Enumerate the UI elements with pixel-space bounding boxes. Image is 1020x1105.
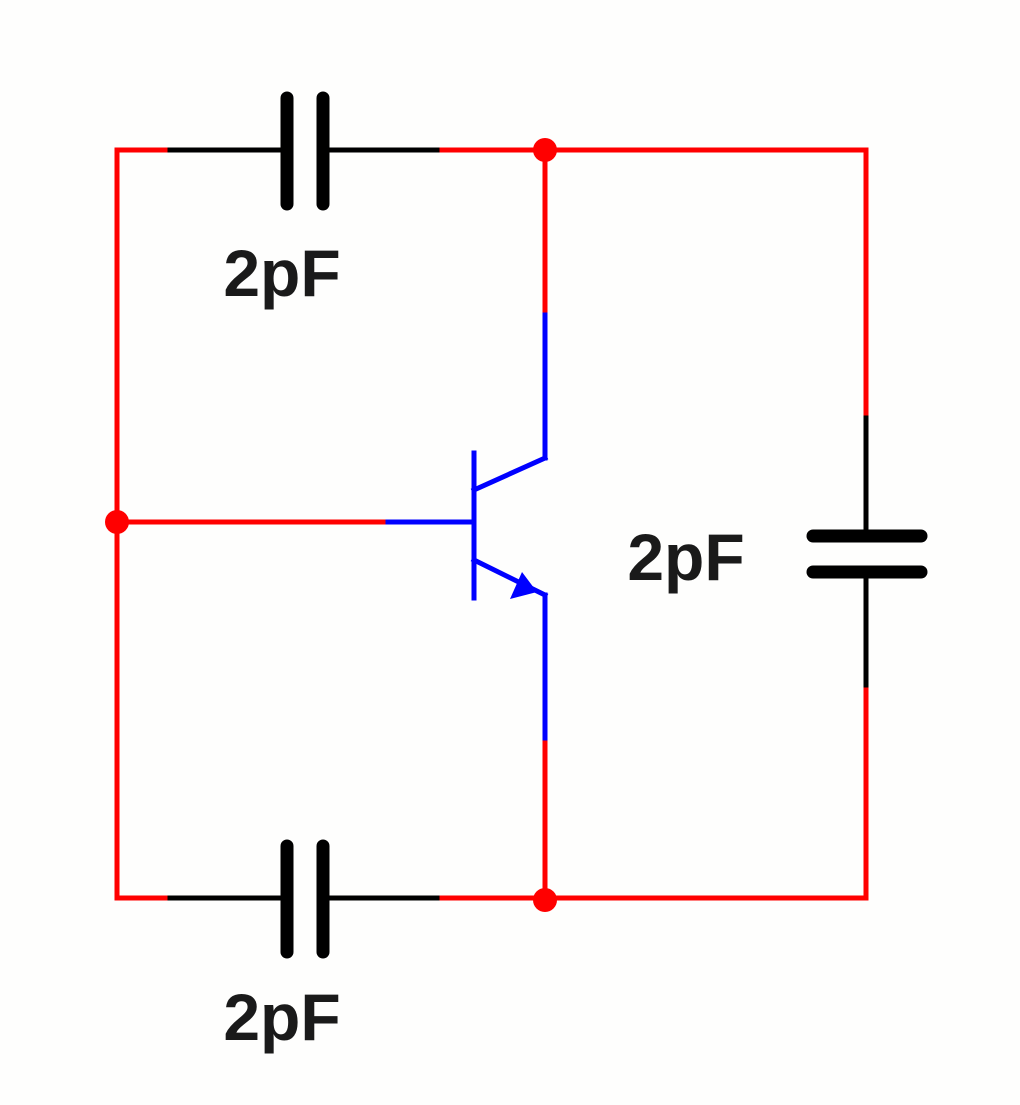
junction-bottom — [533, 888, 557, 912]
capacitor-right: 2pF — [627, 415, 928, 688]
capacitor-bottom: 2pF — [167, 839, 440, 1054]
transistor-collector-arm — [470, 454, 549, 494]
junction-top — [533, 138, 557, 162]
capacitor-top: 2pF — [167, 91, 440, 310]
transistor-emitter-arrow-icon — [510, 572, 537, 599]
junctions — [105, 138, 557, 912]
junction-left — [105, 510, 129, 534]
capacitor-bottom-label: 2pF — [223, 980, 340, 1054]
capacitor-top-label: 2pF — [223, 236, 340, 310]
capacitor-right-label: 2pF — [627, 520, 744, 594]
transistor-npn — [385, 312, 549, 741]
